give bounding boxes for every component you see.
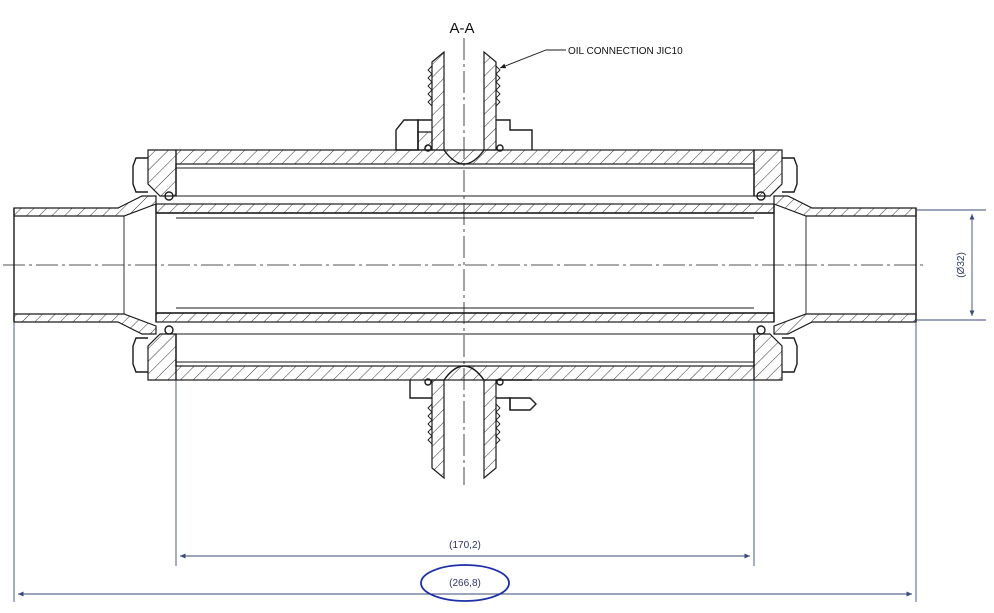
dimension-overall-length-text: (266,8) xyxy=(449,578,481,589)
bottom-fitting xyxy=(409,365,537,480)
left-end-cap xyxy=(132,149,177,381)
left-hose-end xyxy=(13,195,157,335)
top-fitting xyxy=(395,50,533,165)
dimension-inner-length-text: (170,2) xyxy=(449,540,481,551)
oil-connection-callout: OIL CONNECTION JIC10 xyxy=(499,46,683,69)
right-hose-end xyxy=(773,195,917,335)
dimension-diameter-text: (Ø32) xyxy=(956,252,967,278)
center-lines xyxy=(3,38,925,485)
section-label: A-A xyxy=(449,20,474,37)
dimension-inner-length: (170,2) xyxy=(175,380,755,566)
dimension-overall-length: (266,8) xyxy=(13,322,917,602)
highlight-ellipse xyxy=(420,564,510,602)
right-end-cap xyxy=(753,149,798,381)
callout-text: OIL CONNECTION JIC10 xyxy=(568,46,683,57)
inner-tube xyxy=(155,203,775,323)
dimension-diameter: (Ø32) xyxy=(916,209,986,321)
